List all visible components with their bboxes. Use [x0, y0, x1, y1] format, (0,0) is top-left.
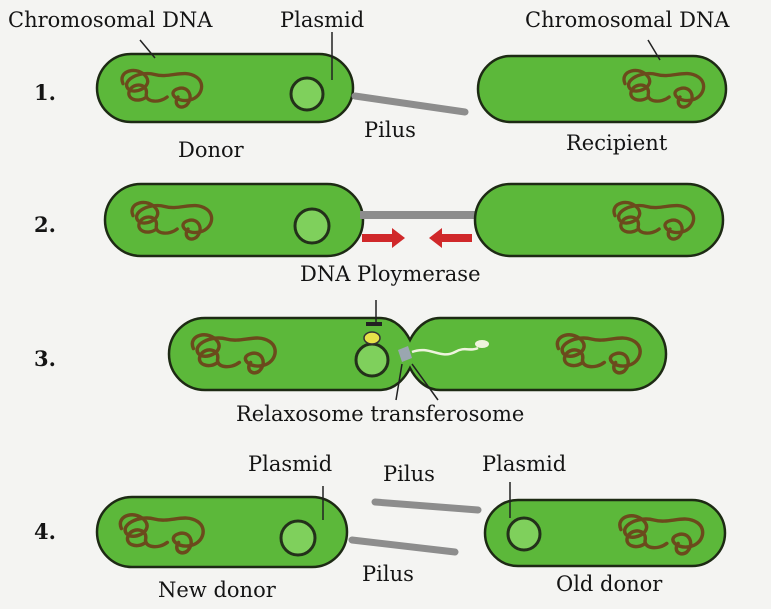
step4-old-donor-cell — [485, 500, 725, 566]
step1-donor-cell — [97, 54, 353, 122]
old-donor-label: Old donor — [556, 572, 662, 596]
polymerase-marker — [366, 322, 382, 326]
donor-label: Donor — [178, 138, 244, 162]
arrow-right-icon — [362, 228, 405, 248]
pilus-label-step4-bottom: Pilus — [362, 562, 414, 586]
plasmid-label-top: Plasmid — [280, 8, 364, 32]
new-donor-label: New donor — [158, 578, 276, 602]
step2-recipient-cell — [475, 184, 723, 256]
arrow-left-icon — [429, 228, 472, 248]
step-number-2: 2. — [34, 213, 56, 237]
dna-end-icon — [475, 340, 489, 348]
plasmid-icon — [281, 521, 315, 555]
step-number-1: 1. — [34, 81, 56, 105]
plasmid-icon — [508, 518, 540, 550]
pilus-label-step1: Pilus — [364, 118, 416, 142]
step-number-4: 4. — [34, 520, 56, 544]
pilus-shape — [360, 211, 480, 219]
plasmid-icon — [295, 209, 329, 243]
chromosomal-dna-label-left: Chromosomal DNA — [8, 8, 212, 32]
dna-polymerase-label: DNA Ploymerase — [300, 262, 481, 286]
step-number-3: 3. — [34, 347, 56, 371]
pilus-shape — [355, 96, 465, 112]
step2-donor-cell — [105, 184, 363, 256]
pilus-shape — [375, 502, 478, 510]
relaxosome-icon — [364, 332, 380, 344]
relaxosome-transferosome-label: Relaxosome transferosome — [236, 402, 524, 426]
recipient-label: Recipient — [566, 131, 667, 155]
step1-recipient-cell — [478, 56, 726, 122]
step3-fused-cells — [169, 318, 666, 390]
plasmid-label-step4-right: Plasmid — [482, 452, 566, 476]
chromosomal-dna-label-right: Chromosomal DNA — [525, 8, 729, 32]
plasmid-icon — [356, 344, 388, 376]
plasmid-label-step4-left: Plasmid — [248, 452, 332, 476]
pilus-shape — [352, 540, 455, 552]
step4-new-donor-cell — [97, 497, 347, 567]
plasmid-icon — [291, 78, 323, 110]
pilus-label-step4-top: Pilus — [383, 462, 435, 486]
